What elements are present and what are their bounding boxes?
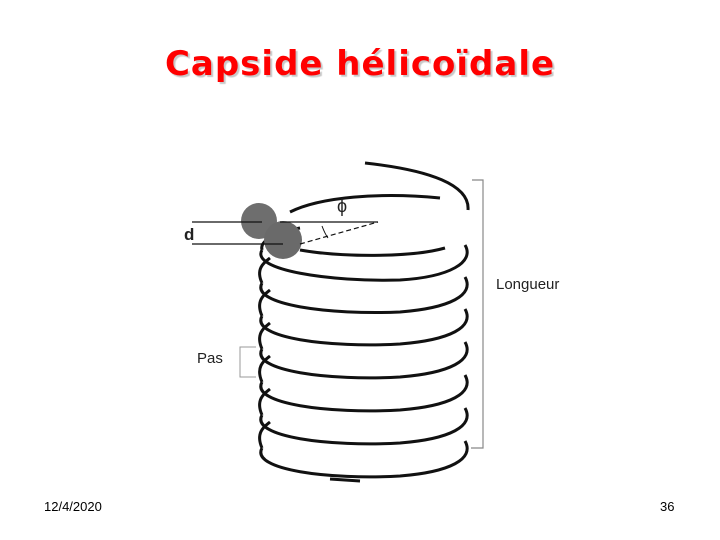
pitch-label: Pas	[197, 350, 223, 367]
length-label: Longueur	[496, 276, 560, 293]
page-number: 36	[660, 499, 675, 514]
diameter-label: d	[184, 225, 195, 244]
angle-label: ϕ	[337, 196, 348, 216]
footer-date: 12/4/2020	[44, 499, 102, 514]
slide-title: Capside hélicoïdale	[164, 44, 556, 84]
helix-coils	[258, 161, 470, 483]
